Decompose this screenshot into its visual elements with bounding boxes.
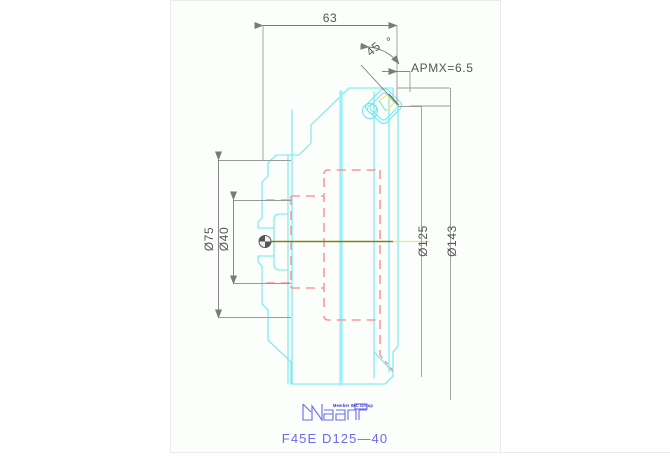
- drawing-sheet-panel: [170, 0, 501, 453]
- bottom-corner-chamfer: [373, 351, 394, 373]
- logo-glyph-2: [323, 409, 334, 421]
- axis-origin-quadrant-1: [259, 235, 265, 242]
- insert-pocket-inner: [369, 92, 399, 121]
- logo-glyph-5: [358, 409, 367, 420]
- axis-origin-quadrant-2: [265, 241, 271, 248]
- insert-pocket-seat: [364, 87, 403, 125]
- dim-label-dia75: Ø75: [202, 227, 216, 251]
- clamp-screw-outer-circle: [361, 102, 379, 120]
- dim-label-dia40: Ø40: [217, 227, 231, 251]
- logo-glyph-3: [335, 409, 346, 421]
- hidden-skirt-chamfer: [379, 354, 394, 372]
- part-number-label: F45E D125—40: [282, 431, 388, 446]
- hidden-bore-top-left-corner: [323, 169, 380, 175]
- hidden-bore-bottom-left-corner: [323, 315, 380, 321]
- angle-arc-45: [360, 42, 400, 65]
- part-outline-group: [257, 87, 399, 386]
- angle-leader-line: [360, 64, 398, 105]
- dim-label-dia125: Ø125: [416, 225, 430, 257]
- title-block-group: Member IMC Group F45E D125—40: [282, 403, 388, 446]
- keyway-step-bottom: [273, 255, 289, 271]
- insert-edge-line: [378, 100, 387, 112]
- logo-mark: [302, 403, 368, 422]
- logo-bar: [354, 403, 368, 410]
- clamp-screw-inner-circle: [367, 104, 377, 114]
- dim-label-apmx: APMX=6.5: [411, 61, 474, 75]
- center-axis-group: [258, 235, 430, 248]
- logo-slash: [302, 403, 312, 413]
- keyway-step-top: [273, 213, 289, 229]
- dimension-lines-group: [215, 22, 451, 400]
- logo-glyph-1: [302, 404, 323, 422]
- logo-tagline: Member IMC Group: [333, 403, 374, 408]
- logo-glyph-4: [347, 409, 357, 420]
- hidden-lines-group: [266, 169, 394, 372]
- dim-label-63: 63: [323, 11, 338, 25]
- dim-label-dia143: Ø143: [445, 225, 459, 257]
